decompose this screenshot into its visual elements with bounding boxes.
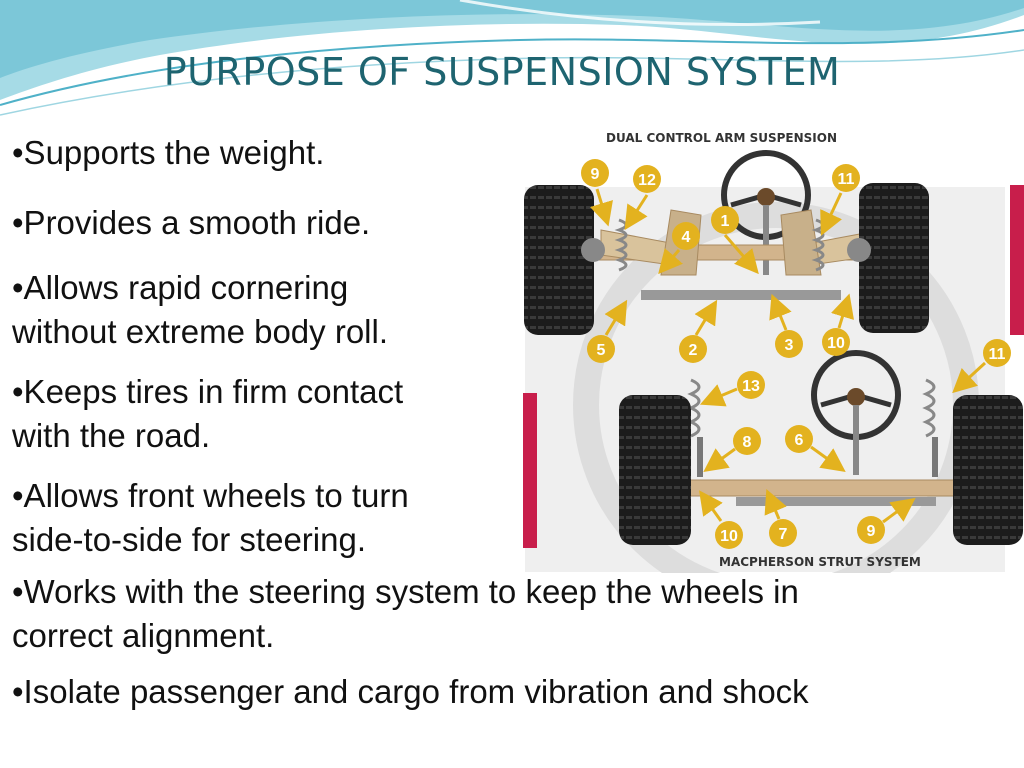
top-callouts: 9 12 1 4 11 5 2 3 10: [581, 159, 860, 363]
bullet-line: •Supports the weight.: [12, 134, 325, 171]
bottom-diagram-label: MACPHERSON STRUT SYSTEM: [719, 555, 921, 569]
bullet-rapid-cornering: •Allows rapid cornering without extreme …: [12, 266, 388, 354]
svg-text:5: 5: [597, 342, 606, 359]
tire-top-right: [859, 183, 929, 333]
callout-3: 3: [769, 293, 803, 358]
bullet-supports-weight: •Supports the weight.: [12, 131, 324, 175]
callout-10: 10: [822, 293, 854, 356]
callout-9-bottom: 9: [857, 497, 916, 544]
bottom-callouts: 13 11 8 6 10 7 9: [699, 339, 1011, 549]
callout-13: 13: [699, 371, 765, 407]
suspension-diagram: DUAL CONTROL ARM SUSPENSION MACPHERSON S…: [521, 125, 1024, 573]
callout-2: 2: [679, 299, 718, 363]
callout-12: 12: [624, 165, 661, 231]
bullet-line: correct alignment.: [12, 617, 275, 654]
bullet-smooth-ride: •Provides a smooth ride.: [12, 201, 370, 245]
slide-title: PURPOSE OF SUSPENSION SYSTEM: [163, 50, 841, 94]
bullet-line: •Allows rapid cornering: [12, 269, 349, 306]
bullet-line: •Provides a smooth ride.: [12, 204, 371, 241]
svg-text:12: 12: [638, 172, 656, 189]
svg-text:4: 4: [682, 229, 691, 246]
bullet-isolate-vibration: •Isolate passenger and cargo from vibrat…: [12, 670, 809, 714]
bullet-steering-alignment: •Works with the steering system to keep …: [12, 570, 799, 658]
svg-text:3: 3: [785, 337, 794, 354]
bullet-line: without extreme body roll.: [12, 313, 389, 350]
accent-bar-right: [1010, 185, 1024, 335]
svg-text:2: 2: [689, 342, 698, 359]
svg-text:1: 1: [721, 213, 730, 230]
tire-top-left: [524, 185, 594, 335]
bullet-tire-contact: •Keeps tires in firm contact with the ro…: [12, 370, 403, 458]
callout-6: 6: [785, 425, 846, 473]
callout-9: 9: [581, 159, 613, 227]
callout-11: 11: [820, 164, 860, 236]
svg-text:10: 10: [720, 528, 738, 545]
svg-text:9: 9: [591, 166, 600, 183]
bullet-front-wheels-turn: •Allows front wheels to turn side-to-sid…: [12, 474, 409, 562]
callout-10-bottom: 10: [699, 490, 743, 549]
callout-4: 4: [658, 222, 700, 275]
svg-text:11: 11: [989, 346, 1006, 363]
bullet-line: side-to-side for steering.: [12, 521, 366, 558]
accent-bar-left: [523, 393, 537, 548]
svg-text:6: 6: [795, 432, 804, 449]
bullet-line: with the road.: [12, 417, 211, 454]
macpherson-strut-assembly: [619, 350, 1023, 545]
bullet-line: •Isolate passenger and cargo from vibrat…: [12, 673, 809, 710]
svg-text:13: 13: [742, 378, 760, 395]
tire-bottom-left: [619, 395, 691, 545]
top-diagram-label: DUAL CONTROL ARM SUSPENSION: [606, 131, 837, 145]
svg-text:10: 10: [827, 335, 845, 352]
header-wave-decoration: [0, 0, 1024, 116]
svg-text:8: 8: [743, 434, 752, 451]
svg-text:7: 7: [779, 526, 788, 543]
svg-text:11: 11: [838, 171, 855, 188]
bullet-line: •Allows front wheels to turn: [12, 477, 409, 514]
tire-bottom-right: [953, 395, 1023, 545]
bullet-line: •Works with the steering system to keep …: [12, 573, 799, 610]
callout-7: 7: [764, 488, 797, 547]
callout-1: 1: [711, 206, 759, 275]
callout-5: 5: [587, 299, 628, 363]
callout-11-bottom: 11: [952, 339, 1011, 394]
svg-text:9: 9: [867, 523, 876, 540]
bullet-line: •Keeps tires in firm contact: [12, 373, 404, 410]
callout-8: 8: [703, 427, 761, 473]
